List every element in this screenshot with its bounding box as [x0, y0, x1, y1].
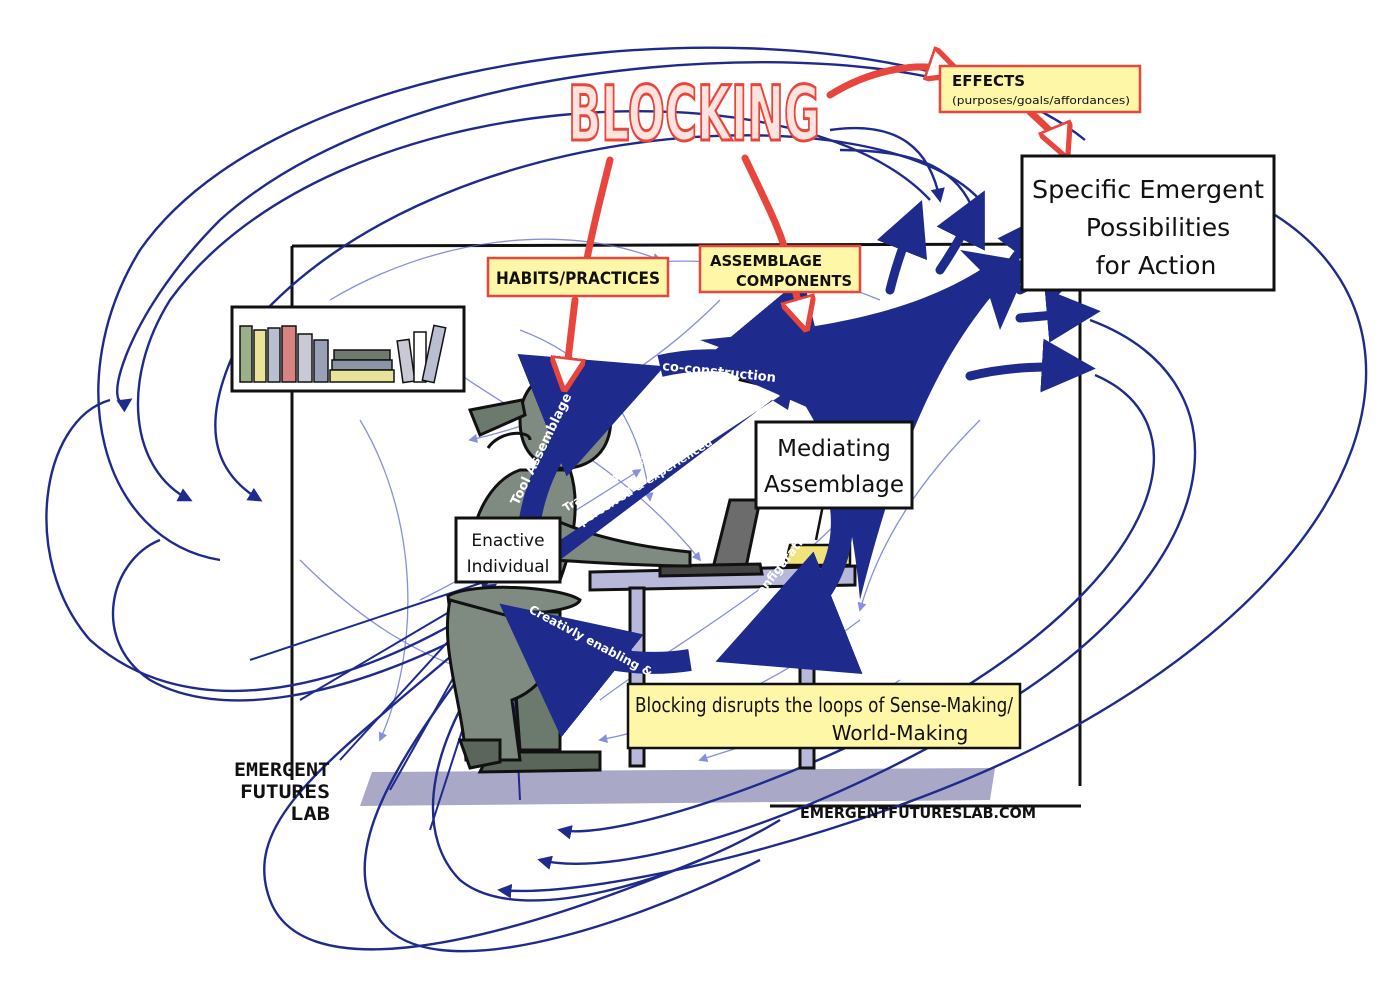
blocking-blue-arcs	[829, 126, 979, 218]
habits-label: HABITS/PRACTICES	[496, 269, 660, 289]
bookshelf	[230, 305, 466, 393]
assemblage-components-box: ASSEMBLAGE COMPONENTS	[698, 244, 862, 294]
emergent-futures-logo: EMERGENT FUTURES LAB	[234, 759, 330, 825]
logo-line2: FUTURES	[240, 781, 330, 803]
possibilities-box: Specific Emergent Possibilities for Acti…	[1020, 154, 1276, 292]
assemblage-line2: COMPONENTS	[736, 272, 852, 290]
mediating-line1: Mediating	[777, 436, 891, 462]
enactive-individual-box: Enactive Individual	[454, 516, 562, 584]
floor	[360, 768, 995, 806]
enactive-line2: Individual	[467, 557, 550, 577]
habits-box: HABITS/PRACTICES	[486, 256, 670, 298]
assemblage-line1: ASSEMBLAGE	[710, 252, 822, 270]
effects-sub: (purposes/goals/affordances)	[952, 94, 1130, 107]
mediating-line2: Assemblage	[764, 472, 904, 498]
website-url: EMERGENTFUTURESLAB.COM	[800, 804, 1036, 822]
caption-line1: Blocking disrupts the loops of Sense-Mak…	[635, 693, 1013, 717]
possibilities-line1: Specific Emergent	[1032, 175, 1264, 204]
possibilities-line3: for Action	[1096, 251, 1217, 280]
caption-line2: World-Making	[832, 721, 969, 745]
possibilities-line2: Possibilities	[1086, 213, 1230, 242]
caption-box: Blocking disrupts the loops of Sense-Mak…	[626, 682, 1022, 750]
blocking-title: BLOCKING	[568, 69, 820, 158]
effects-label: EFFECTS	[952, 72, 1025, 90]
mediating-assemblage-box: Mediating Assemblage	[754, 420, 914, 510]
logo-line1: EMERGENT	[234, 759, 330, 781]
logo-line3: LAB	[290, 803, 330, 825]
effects-box: EFFECTS (purposes/goals/affordances)	[938, 64, 1142, 114]
enactive-line1: Enactive	[471, 531, 544, 551]
